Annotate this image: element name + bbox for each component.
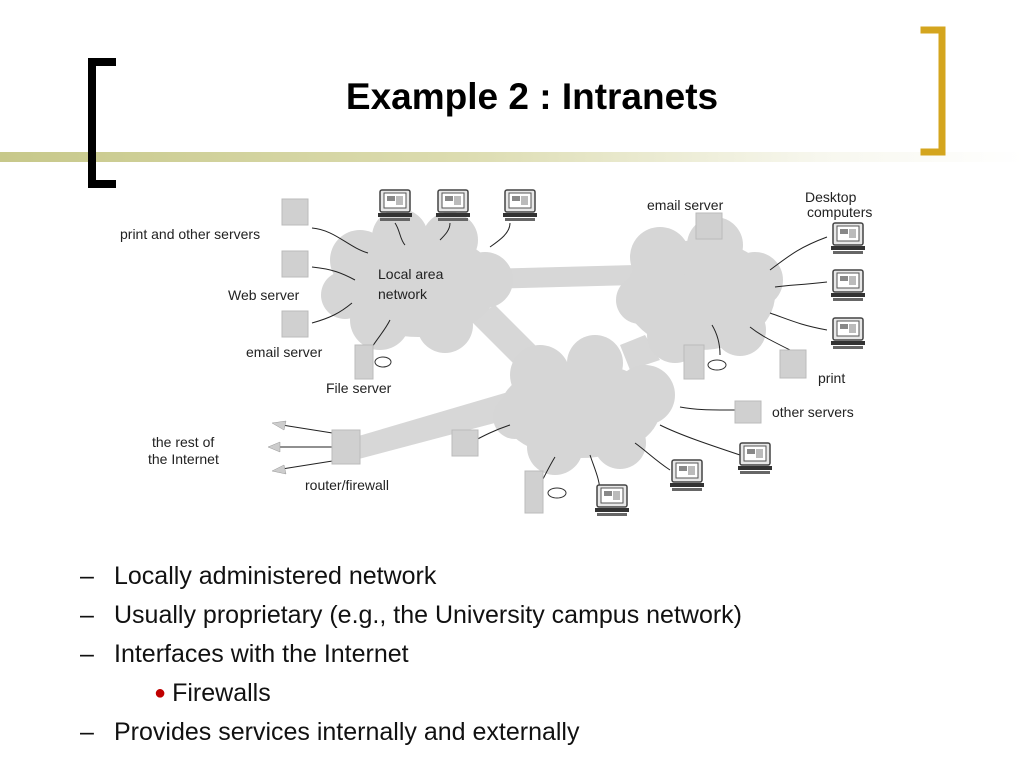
server-storage-right xyxy=(683,344,727,380)
server-print xyxy=(281,198,309,226)
label-lan-1: Local area xyxy=(378,266,444,282)
pc-top-2 xyxy=(435,189,471,222)
right-bracket-icon xyxy=(920,26,946,156)
label-rest-of-internet-2: the Internet xyxy=(148,451,219,467)
dash-icon: – xyxy=(80,562,94,590)
server-email-left xyxy=(281,310,309,338)
pc-bottom-2 xyxy=(669,459,705,492)
pc-desktop-1 xyxy=(830,222,866,255)
pc-desktop-3 xyxy=(830,317,866,350)
server-bottom-storage xyxy=(524,470,567,514)
server-bottom-left xyxy=(451,429,479,457)
label-lan-2: network xyxy=(378,286,428,302)
label-rest-of-internet-1: the rest of xyxy=(152,434,214,450)
server-other xyxy=(734,400,762,424)
left-bracket-icon xyxy=(88,58,116,188)
internet-arrowheads xyxy=(267,420,287,475)
label-email-server-left: email server xyxy=(246,344,323,360)
label-print: print xyxy=(818,370,845,386)
page-title: Example 2 : Intranets xyxy=(345,76,719,117)
red-dot-icon: ● xyxy=(154,682,167,704)
dash-icon: – xyxy=(80,718,94,746)
bullet-item: –Provides services internally and extern… xyxy=(80,718,580,746)
label-web-server: Web server xyxy=(228,287,300,303)
pc-bottom-1 xyxy=(737,442,773,475)
sub-bullet-item: ●Firewalls xyxy=(154,679,271,707)
server-file xyxy=(354,344,392,380)
label-email-server-top: email server xyxy=(647,197,724,213)
dash-icon: – xyxy=(80,601,94,629)
lan-cloud-bottom xyxy=(493,335,675,475)
bullet-item: –Locally administered network xyxy=(80,562,437,590)
label-other-servers: other servers xyxy=(772,404,854,420)
pc-bottom-3 xyxy=(594,484,630,517)
server-email-top xyxy=(695,212,723,240)
pc-top-1 xyxy=(377,189,413,222)
intranet-diagram: print and other servers Web server email… xyxy=(120,189,872,517)
label-file-server: File server xyxy=(326,380,392,396)
pc-top-3 xyxy=(502,189,538,222)
label-router: router/firewall xyxy=(305,477,389,493)
label-desktop-2: computers xyxy=(807,204,872,220)
server-web xyxy=(281,250,309,278)
bullet-item: –Interfaces with the Internet xyxy=(80,640,409,668)
label-desktop-1: Desktop xyxy=(805,189,857,205)
bullet-item: –Usually proprietary (e.g., the Universi… xyxy=(80,601,743,629)
dash-icon: – xyxy=(80,640,94,668)
pc-desktop-2 xyxy=(830,269,866,302)
printer xyxy=(779,349,807,379)
header-rule xyxy=(0,152,1024,162)
label-print-servers: print and other servers xyxy=(120,226,260,242)
router-firewall xyxy=(331,429,361,465)
